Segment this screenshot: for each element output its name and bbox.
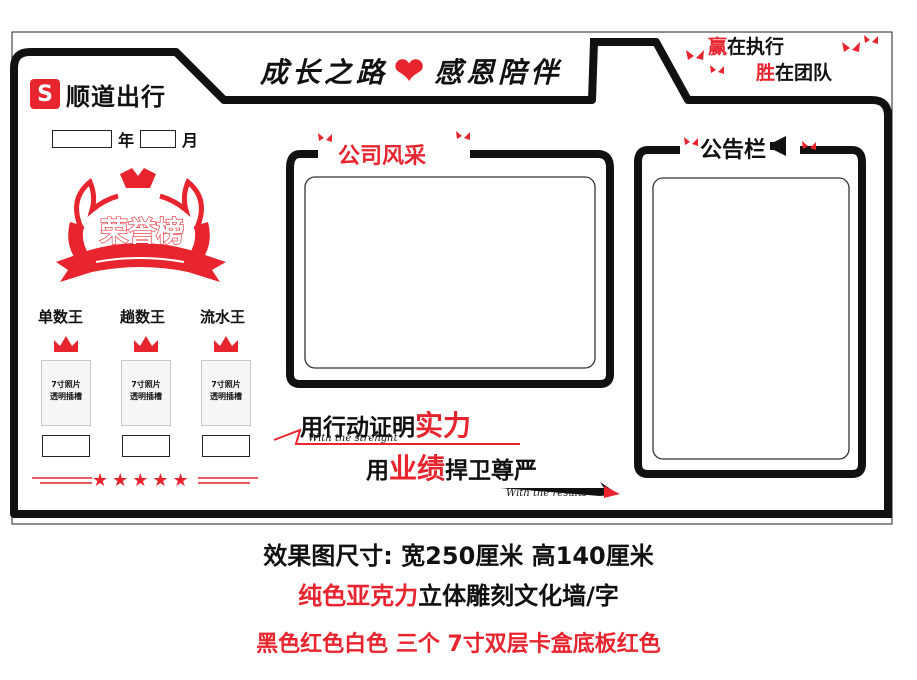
slogan-arrow-1 bbox=[273, 428, 520, 445]
photo-slot: 7寸照片 透明插槽 bbox=[121, 360, 171, 426]
caption-size: 效果图尺寸: 宽250厘米 高140厘米 bbox=[263, 542, 654, 570]
slogan-left: 成长之路 bbox=[260, 56, 389, 89]
win-line1-red: 赢 bbox=[708, 36, 728, 58]
caption-material-rest: 立体雕刻文化墙/字 bbox=[418, 582, 619, 610]
photo-slot-line1: 7寸照片 bbox=[51, 380, 81, 389]
date-row: 年 月 bbox=[52, 127, 198, 151]
award-title: 单数王 bbox=[38, 308, 84, 326]
year-box bbox=[52, 130, 112, 148]
year-label: 年 bbox=[118, 131, 135, 150]
photo-slot-line1: 7寸照片 bbox=[211, 380, 241, 389]
slogan-line1: 用行动证明实力 bbox=[300, 404, 471, 444]
stars: ★★★★★ bbox=[92, 470, 193, 491]
company-panel-title: 公司风采 bbox=[338, 144, 427, 169]
month-box bbox=[140, 130, 177, 148]
slogan-line1-en: With the strenght bbox=[308, 433, 398, 444]
slogan-line2-black-b: 捍卫尊严 bbox=[445, 458, 538, 484]
company-panel-frame bbox=[286, 150, 614, 388]
slogan-right: 感恩陪伴 bbox=[434, 56, 563, 89]
notice-panel-title: 公告栏 bbox=[700, 138, 767, 163]
win-slogan: 赢在执行 胜在团队 bbox=[708, 34, 832, 86]
honor-crest bbox=[56, 168, 226, 282]
photo-slot-line1: 7寸照片 bbox=[131, 380, 161, 389]
notice-panel-inner bbox=[652, 177, 850, 460]
honor-title: 荣誉榜 bbox=[99, 214, 185, 248]
name-box bbox=[202, 435, 250, 457]
slogan-line2-en: With the results bbox=[506, 488, 588, 499]
caption-material: 纯色亚克力立体雕刻文化墙/字 bbox=[0, 576, 917, 611]
star-divider-lines bbox=[32, 477, 258, 484]
name-box bbox=[42, 435, 90, 457]
brand-logo-icon: S bbox=[30, 79, 60, 109]
frame-top-right bbox=[590, 38, 892, 518]
photo-slot: 7寸照片 透明插槽 bbox=[201, 360, 251, 426]
top-slogan: 成长之路 ❤ 感恩陪伴 bbox=[260, 50, 562, 92]
photo-slot-line2: 透明插槽 bbox=[130, 392, 162, 401]
award-title: 流水王 bbox=[200, 308, 246, 326]
crown-icon bbox=[54, 336, 238, 352]
slogan-line1-red: 实力 bbox=[415, 409, 472, 442]
company-panel-inner bbox=[304, 176, 596, 369]
brand-name: 顺道出行 bbox=[66, 82, 166, 111]
win-line2-red: 胜 bbox=[756, 62, 776, 84]
frame-top-left bbox=[10, 41, 598, 104]
name-box bbox=[122, 435, 170, 457]
win-line2-rest: 在团队 bbox=[775, 62, 833, 84]
heart-icon: ❤ bbox=[394, 50, 429, 92]
slogan-line2: 用业绩捍卫尊严 bbox=[366, 447, 537, 487]
photo-slot: 7寸照片 透明插槽 bbox=[41, 360, 91, 426]
slogan-arrow-2 bbox=[500, 482, 618, 496]
slogan-line2-red: 业绩 bbox=[389, 452, 446, 485]
award-title: 趟数王 bbox=[120, 308, 166, 326]
slogan-arrow-2-tip bbox=[604, 486, 620, 498]
frame-left bbox=[10, 68, 888, 518]
butterfly-icon bbox=[318, 35, 878, 150]
photo-slot-line2: 透明插槽 bbox=[50, 392, 82, 401]
notice-panel-frame bbox=[634, 146, 866, 478]
caption-notes: 黑色红色白色 三个 7寸双层卡盒底板红色 bbox=[256, 632, 661, 657]
slogan-line1-black: 用行动证明 bbox=[300, 415, 415, 441]
megaphone-icon bbox=[770, 136, 786, 156]
brand: S 顺道出行 bbox=[30, 78, 166, 111]
culture-wall-board bbox=[10, 31, 893, 525]
caption-material-red: 纯色亚克力 bbox=[298, 582, 419, 610]
month-label: 月 bbox=[182, 131, 199, 150]
win-line1-rest: 在执行 bbox=[727, 36, 785, 58]
slogan-line2-black-a: 用 bbox=[366, 458, 389, 484]
photo-slot-line2: 透明插槽 bbox=[210, 392, 242, 401]
